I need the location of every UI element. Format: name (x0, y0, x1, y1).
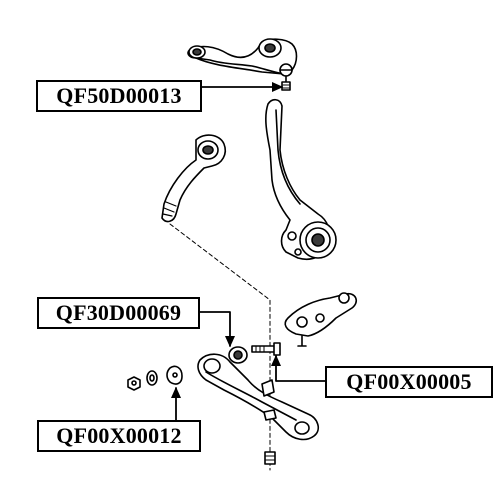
lower-ball-joint (284, 292, 358, 347)
ball-joint-bolt (251, 342, 281, 356)
lower-arm-bushing (228, 346, 248, 364)
part-label-qf00x00012[interactable]: QF00X00012 (37, 420, 201, 452)
arrow-qf00x00005 (270, 354, 326, 382)
arrow-qf30d00069 (199, 311, 236, 348)
tension-rod (161, 134, 227, 223)
leader-lines (170, 81, 326, 421)
part-label-qf30d00069[interactable]: QF30D00069 (37, 297, 200, 329)
part-label-qf50d00013[interactable]: QF50D00013 (36, 80, 202, 112)
upper-ball-joint (281, 81, 291, 91)
lower-control-arm (197, 353, 320, 441)
nut-and-washers (127, 365, 183, 391)
part-label-qf00x00005[interactable]: QF00X00005 (325, 366, 493, 398)
steering-knuckle (265, 98, 337, 260)
upper-control-arm (187, 38, 298, 85)
cam-bolt (264, 451, 276, 465)
